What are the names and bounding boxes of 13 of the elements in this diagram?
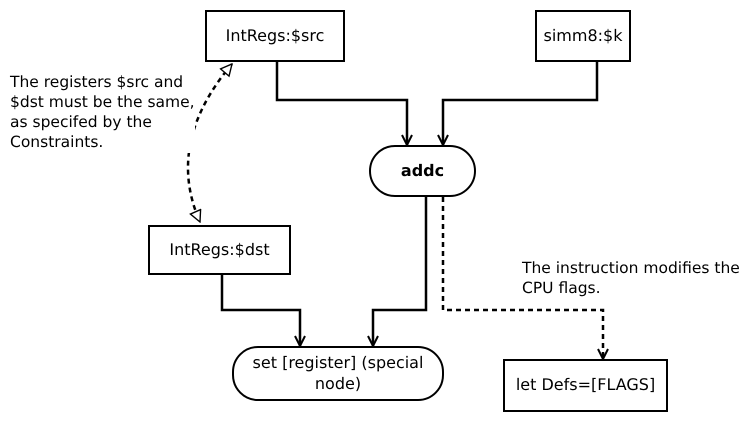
terminal-node: addc (369, 145, 476, 197)
arrow (437, 62, 598, 146)
arrow (276, 62, 413, 146)
annotation-note: The registers $src and $dst must be the same, as specifed by the Constraints. (10, 72, 195, 153)
process-box: IntRegs:$dst (148, 225, 291, 275)
arrow (186, 63, 233, 223)
process-box: IntRegs:$src (205, 10, 345, 62)
arrow (442, 197, 609, 360)
process-box: simm8:$k (535, 10, 631, 62)
terminal-node: set [register] (special node) (232, 346, 444, 401)
process-box: let Defs=[FLAGS] (503, 359, 668, 412)
arrow (220, 275, 306, 347)
arrow (367, 197, 428, 347)
